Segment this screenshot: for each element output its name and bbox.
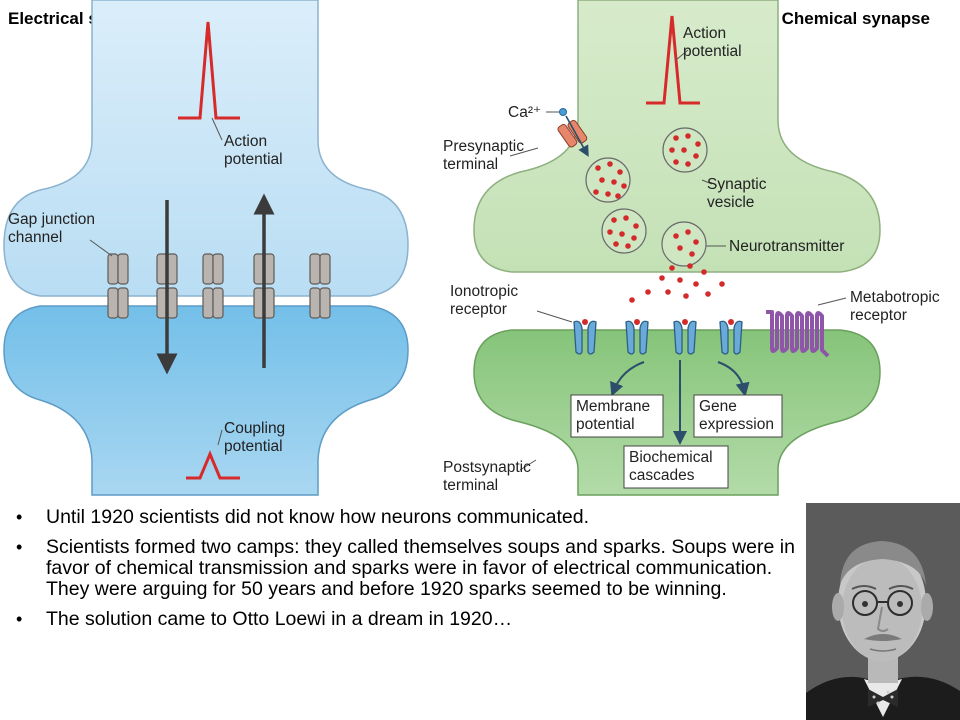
synaptic-vesicle-leader — [701, 179, 713, 185]
ionotropic-leader — [536, 310, 573, 323]
biochemical-label-2: cascades — [629, 467, 695, 484]
membrane-potential-box: Membrane potential — [570, 394, 664, 438]
chemical-synapse: Action potential Ca²⁺ Presynaptic termin… — [443, 0, 940, 496]
gap-junction-channels — [107, 253, 331, 319]
postsynaptic-label-2: terminal — [443, 477, 498, 494]
gene-expression-label-2: expression — [699, 416, 774, 433]
postsynaptic-label-1: Postsynaptic — [443, 459, 531, 476]
neurotransmitter-molecules — [593, 133, 725, 303]
elec-ap-label-2: potential — [224, 151, 283, 168]
bullet-item: The solution came to Otto Loewi in a dre… — [8, 609, 798, 631]
elec-action-potential-spike — [178, 21, 240, 120]
membrane-potential-label-2: potential — [576, 416, 635, 433]
biochemical-label-1: Biochemical — [629, 449, 713, 466]
gap-junction-leader — [89, 239, 113, 257]
neurotransmitter-label: Neurotransmitter — [729, 238, 844, 255]
gap-junction-label-1: Gap junction — [8, 211, 95, 228]
bullet-list: Until 1920 scientists did not know how n… — [8, 507, 798, 639]
presynaptic-leader — [509, 147, 539, 157]
metabotropic-receptor — [766, 310, 830, 358]
gap-junction-channel — [253, 253, 275, 319]
presynaptic-label-2: terminal — [443, 156, 498, 173]
ionotropic-receptors — [573, 320, 743, 355]
gap-junction-channel — [156, 253, 178, 319]
arrow-to-membrane-potential — [610, 361, 645, 397]
ionotropic-receptor — [673, 320, 697, 355]
chem-ap-label-2: potential — [683, 43, 742, 60]
postsynaptic-leader — [519, 459, 537, 471]
chem-ap-leader — [675, 49, 689, 61]
gene-expression-box: Gene expression — [693, 394, 783, 438]
gap-junction-channel — [107, 253, 129, 319]
metabotropic-label-1: Metabotropic — [850, 289, 940, 306]
metabotropic-leader — [817, 297, 847, 306]
gap-junction-channel — [202, 253, 224, 319]
chem-ap-label-1: Action — [683, 25, 726, 42]
bullet-item: Until 1920 scientists did not know how n… — [8, 507, 798, 529]
calcium-channel — [557, 119, 588, 148]
ionotropic-label-2: receptor — [450, 301, 507, 318]
synaptic-vesicle — [661, 221, 707, 267]
presynaptic-label-1: Presynaptic — [443, 138, 524, 155]
ionotropic-label-1: Ionotropic — [450, 283, 518, 300]
biochemical-cascades-box: Biochemical cascades — [623, 445, 729, 489]
synaptic-vesicle-label-2: vesicle — [707, 194, 754, 211]
electrical-synapse: Action potential — [3, 0, 409, 496]
elec-presynaptic-terminal — [3, 0, 409, 297]
gene-expression-label-1: Gene — [699, 398, 737, 415]
elec-postsynaptic-terminal — [3, 305, 409, 496]
calcium-ion — [559, 108, 567, 116]
synaptic-vesicle-label-1: Synaptic — [707, 176, 767, 193]
synapse-diagram: Action potential — [3, 0, 940, 496]
metabotropic-label-2: receptor — [850, 307, 907, 324]
elec-ap-label-1: Action — [224, 133, 267, 150]
coupling-label-1: Coupling — [224, 420, 285, 437]
chem-action-potential-spike — [646, 15, 700, 105]
coupling-label-2: potential — [224, 438, 283, 455]
gap-junction-label-2: channel — [8, 229, 62, 246]
chemical-synapse-heading: Chemical synapse — [781, 9, 930, 28]
otto-loewi-portrait — [806, 503, 960, 720]
gap-junction-channel — [309, 253, 331, 319]
coupling-leader — [217, 429, 223, 446]
arrow-to-gene-expression — [717, 361, 750, 397]
chem-postsynaptic-terminal — [473, 329, 881, 496]
ionotropic-receptor — [573, 320, 597, 355]
calcium-label: Ca²⁺ — [508, 104, 541, 121]
membrane-potential-label-1: Membrane — [576, 398, 650, 415]
ionotropic-receptor — [719, 320, 743, 355]
ionotropic-receptor — [625, 320, 649, 355]
elec-ap-leader — [211, 117, 223, 141]
bullet-item: Scientists formed two camps: they called… — [8, 537, 798, 600]
coupling-potential-trace — [186, 450, 240, 480]
bound-neurotransmitters — [582, 319, 734, 325]
calcium-influx-arrow — [565, 115, 589, 157]
